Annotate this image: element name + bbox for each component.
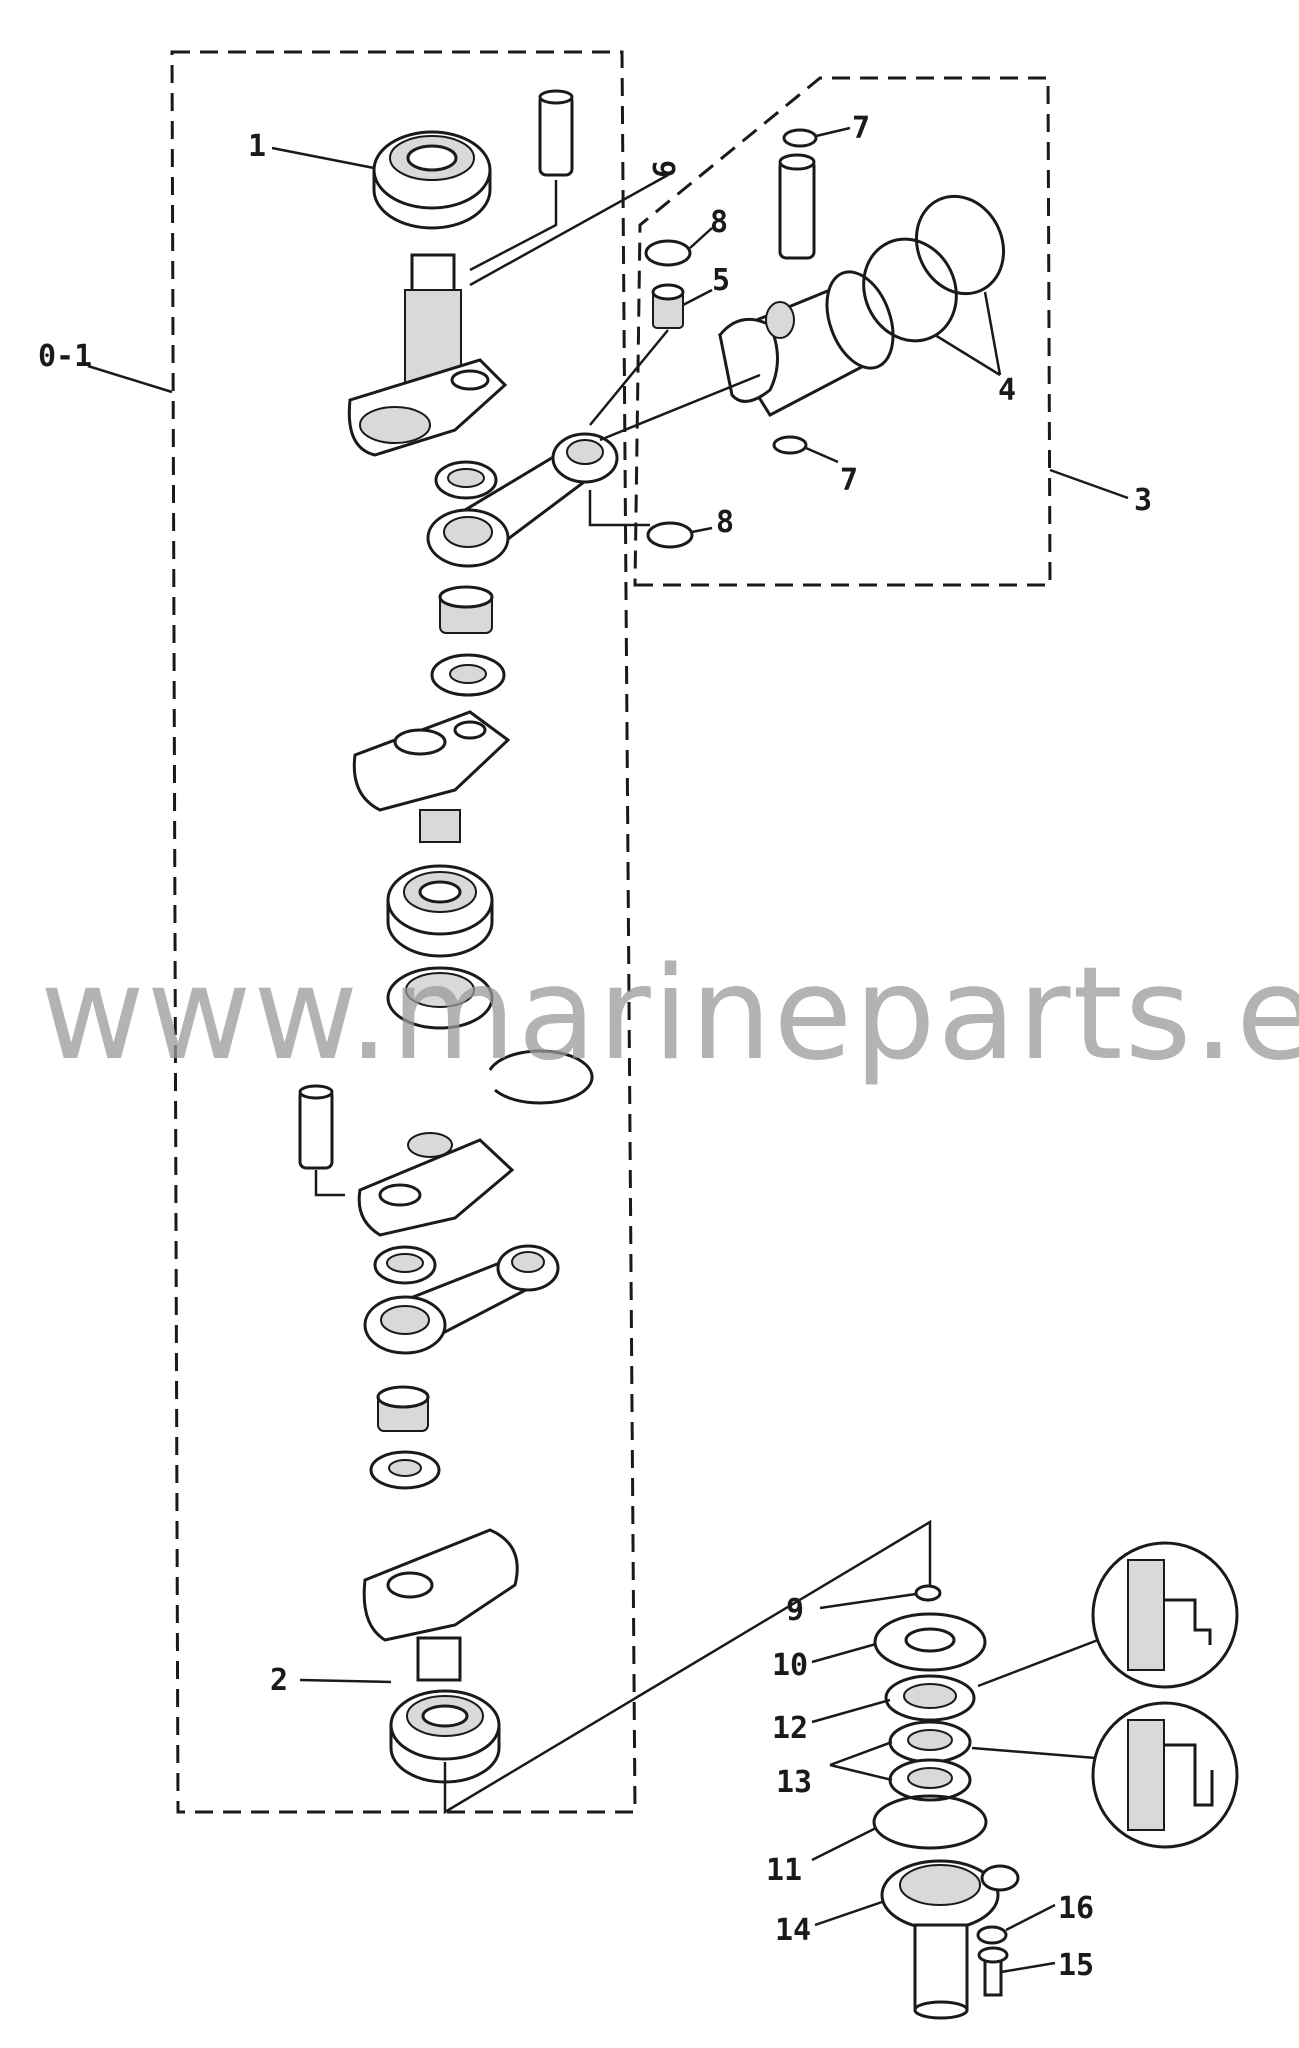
guide-line-rod-to-piston xyxy=(599,373,761,442)
seal-detail-view-lower xyxy=(971,1701,1239,1849)
callout-8-top: 8 xyxy=(710,205,728,240)
seal-13-lower xyxy=(888,1758,972,1802)
leader-14 xyxy=(814,1900,883,1927)
callout-12: 12 xyxy=(772,1711,808,1746)
callout-11: 11 xyxy=(766,1853,802,1888)
leader-8a xyxy=(689,227,713,249)
guide-line-5 xyxy=(589,329,669,426)
callout-13: 13 xyxy=(776,1765,812,1800)
crankshaft-assembly-boundary xyxy=(170,50,637,1814)
needle-bearing-lower-1 xyxy=(373,1245,437,1285)
needle-bearing-upper-1 xyxy=(434,460,498,500)
callout-16: 16 xyxy=(1058,1891,1094,1926)
washer-10 xyxy=(873,1612,987,1672)
leader-1 xyxy=(271,146,375,170)
callout-15: 15 xyxy=(1058,1948,1094,1983)
callout-1: 1 xyxy=(248,129,266,164)
thrust-washer-lower xyxy=(369,1450,441,1490)
callout-5: 5 xyxy=(712,263,730,298)
callout-2: 2 xyxy=(270,1663,288,1698)
leader-13a xyxy=(829,1740,893,1767)
oring-11 xyxy=(872,1794,988,1850)
crankshaft-lower-web-1 xyxy=(357,1132,515,1237)
leader-0-1 xyxy=(87,364,173,394)
seal-housing-14 xyxy=(880,1859,1020,2020)
callout-6: 6 xyxy=(648,160,683,178)
callout-0-1: 0-1 xyxy=(38,339,92,374)
callout-4: 4 xyxy=(998,373,1016,408)
callout-14: 14 xyxy=(775,1913,811,1948)
washer-8-upper xyxy=(644,239,692,267)
seal-13-upper xyxy=(888,1720,972,1764)
crankshaft-middle-web xyxy=(352,710,511,843)
leader-3 xyxy=(1049,468,1129,500)
needle-bearing-lower-2 xyxy=(376,1385,430,1432)
leader-7b xyxy=(805,446,839,464)
lower-main-bearing xyxy=(389,1689,501,1784)
connecting-rod-upper xyxy=(426,432,619,568)
guide-line-6 xyxy=(469,173,669,287)
guide-line-8-lower xyxy=(588,490,650,527)
piston-pin xyxy=(778,153,816,260)
leader-16 xyxy=(1005,1903,1056,1932)
guide-line-pin-upper xyxy=(469,180,558,272)
center-main-bearing xyxy=(386,864,494,958)
callout-7-bottom: 7 xyxy=(840,463,858,498)
washer-8-lower xyxy=(646,521,694,549)
crankshaft-upper-web xyxy=(347,253,508,457)
leader-7a xyxy=(815,126,851,138)
guide-line-pin-lower xyxy=(314,1170,345,1197)
thrust-washer-upper xyxy=(430,653,506,697)
bearing-cage-5 xyxy=(651,283,685,329)
upper-main-bearing xyxy=(372,130,492,230)
connecting-rod-lower xyxy=(363,1244,560,1355)
seal-detail-view-upper xyxy=(977,1541,1239,1689)
watermark-text: www.marineparts.eu xyxy=(40,940,1299,1089)
piston-pin-retainer-top xyxy=(782,128,818,148)
leader-4b xyxy=(983,291,1002,376)
dowel-pin-upper xyxy=(538,89,574,177)
leader-2 xyxy=(299,1678,392,1684)
callout-7-top: 7 xyxy=(852,111,870,146)
leader-10 xyxy=(811,1642,877,1664)
piston-ring-1 xyxy=(862,237,958,343)
leader-9 xyxy=(819,1592,917,1610)
screw-15 xyxy=(977,1946,1009,1997)
dowel-pin-lower xyxy=(298,1084,334,1170)
leader-11 xyxy=(811,1826,877,1862)
piston-assembly-boundary xyxy=(633,76,1052,587)
needle-bearing-upper-2 xyxy=(438,585,494,634)
leader-8b xyxy=(691,526,713,534)
seal-12 xyxy=(884,1674,976,1722)
leader-4a xyxy=(934,333,1001,377)
leader-15 xyxy=(1000,1961,1056,1974)
piston-pin-retainer-bottom xyxy=(772,435,808,455)
leader-12 xyxy=(811,1698,891,1724)
retaining-ring-center xyxy=(488,1049,594,1105)
callout-9: 9 xyxy=(786,1593,804,1628)
leader-13b xyxy=(829,1763,893,1782)
crankshaft-lower-web-2 xyxy=(362,1528,519,1682)
leader-5 xyxy=(682,288,713,307)
guide-line-lower-bearing xyxy=(443,1519,932,1815)
lockwasher-16 xyxy=(976,1925,1008,1945)
oring-9 xyxy=(914,1584,942,1602)
callout-10: 10 xyxy=(772,1648,808,1683)
center-seal-ring xyxy=(386,966,494,1030)
callout-3: 3 xyxy=(1134,483,1152,518)
piston xyxy=(717,270,895,417)
piston-ring-2 xyxy=(914,194,1006,296)
callout-8-bottom: 8 xyxy=(716,505,734,540)
